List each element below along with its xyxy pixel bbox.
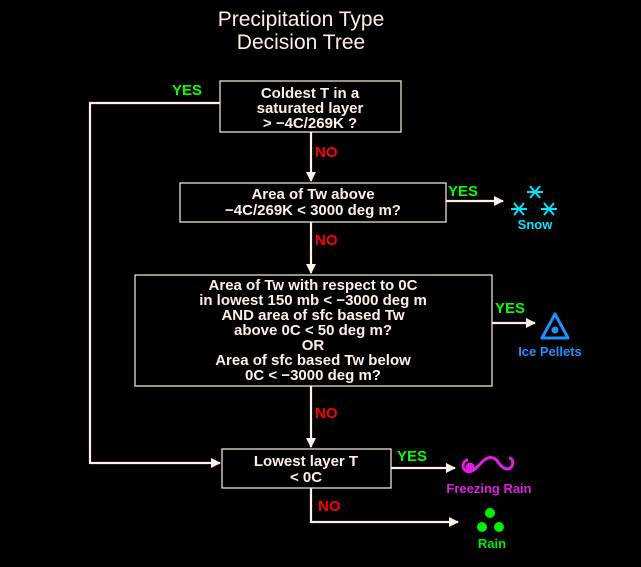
outcome-snow-label: Snow	[518, 217, 554, 232]
box1-line-3: > −4C/269K ?	[263, 115, 357, 132]
box4-line-2: < 0C	[290, 469, 322, 486]
arrow-box1-yes-to-box4	[88, 101, 221, 468]
box3-line-5: OR	[302, 337, 325, 354]
no-label-3: NO	[315, 405, 338, 422]
outcome-ice-pellets-label: Ice Pellets	[518, 344, 582, 359]
triangle-dot-icon	[540, 312, 570, 340]
box2-line-1: Area of Tw above	[251, 186, 374, 203]
yes-label-box4: YES	[397, 448, 427, 465]
decision-box-area-tw-above: Area of Tw above −4C/269K < 3000 deg m?	[179, 182, 447, 223]
freezing-rain-icon	[461, 456, 515, 474]
yes-label-box3: YES	[495, 300, 525, 317]
outcome-rain-label: Rain	[478, 536, 506, 551]
no-label-1: NO	[315, 144, 338, 161]
snowflake-icon	[511, 185, 557, 216]
box3-line-1: Area of Tw with respect to 0C	[209, 277, 418, 294]
diagram-title-line-2: Decision Tree	[237, 31, 365, 54]
box3-line-2: in lowest 150 mb < −3000 deg m	[199, 292, 427, 309]
box2-line-2: −4C/269K < 3000 deg m?	[225, 202, 401, 219]
box1-line-2: saturated layer	[257, 100, 364, 117]
decision-box-lowest-layer-t: Lowest layer T < 0C	[221, 448, 392, 489]
outcome-freezing-rain-label: Freezing Rain	[446, 481, 531, 496]
no-label-2: NO	[315, 232, 338, 249]
box3-line-7: 0C < −3000 deg m?	[245, 367, 381, 384]
no-label-4: NO	[318, 498, 341, 515]
yes-label-box1: YES	[172, 82, 202, 99]
diagram-title-line-1: Precipitation Type	[218, 8, 385, 31]
rain-dots-icon	[477, 508, 504, 532]
box3-line-4: above 0C < 50 deg m?	[234, 322, 392, 339]
decision-box-coldest-t: Coldest T in a saturated layer > −4C/269…	[219, 80, 402, 133]
box3-line-3: AND area of sfc based Tw	[221, 307, 404, 324]
arrow-box4-no-to-rain	[309, 488, 459, 527]
decision-box-area-tw-0c: Area of Tw with respect to 0C in lowest …	[134, 274, 493, 387]
box1-line-1: Coldest T in a	[261, 85, 360, 102]
box3-line-6: Area of sfc based Tw below	[215, 352, 411, 369]
box4-line-1: Lowest layer T	[254, 453, 358, 470]
yes-label-box2: YES	[448, 183, 478, 200]
